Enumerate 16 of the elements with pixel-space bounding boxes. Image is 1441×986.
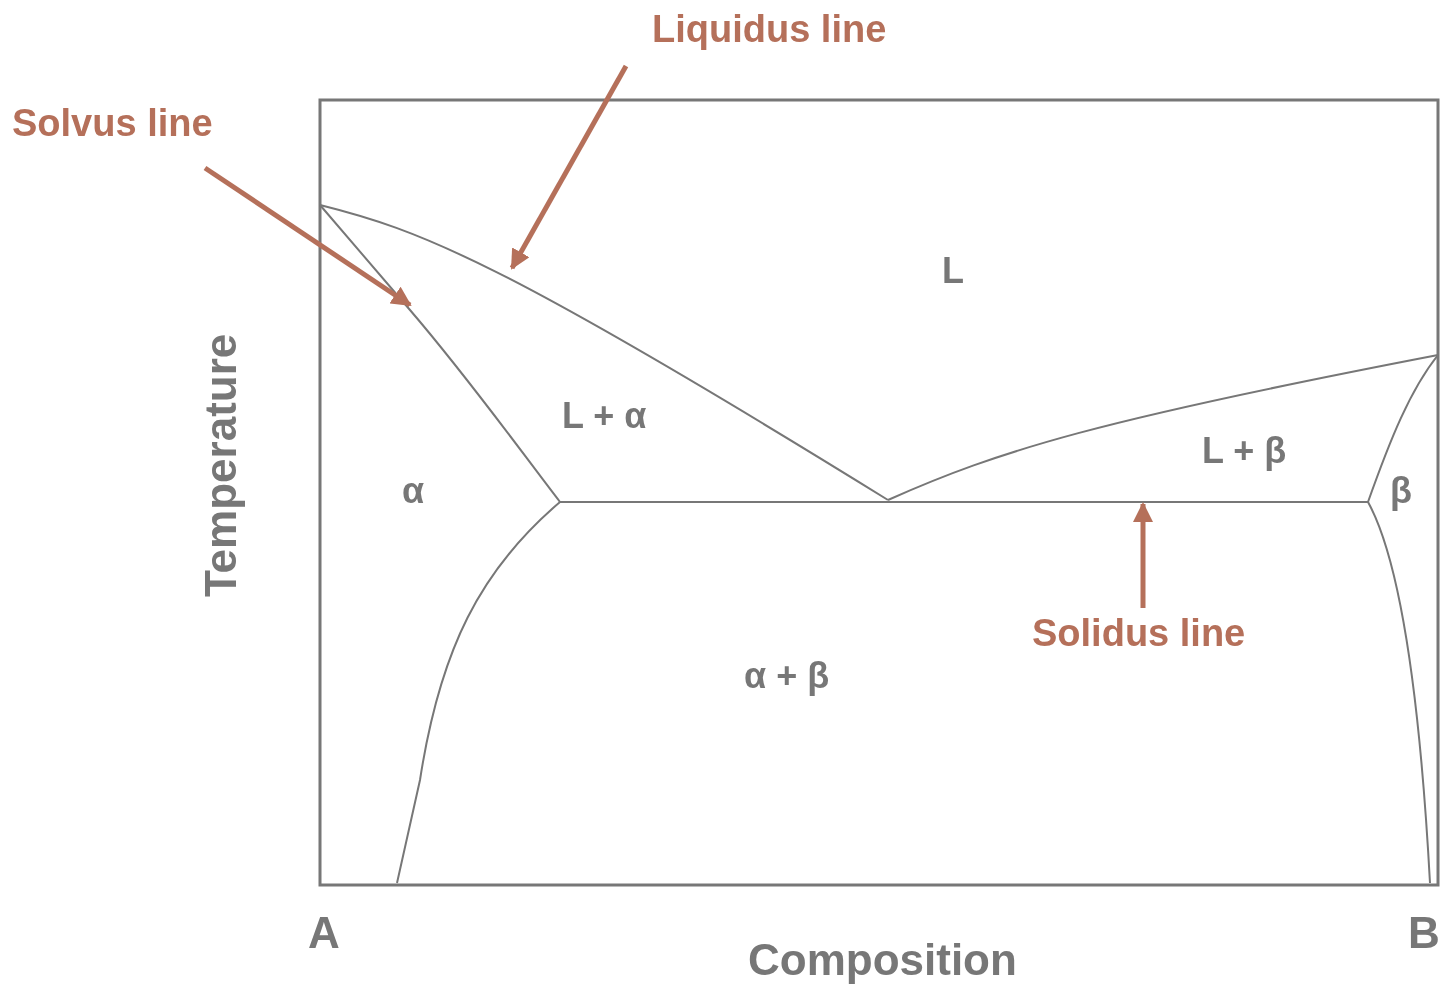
phase-label: β (1390, 470, 1412, 512)
phase-label: L (942, 250, 964, 292)
axis-title: Temperature (196, 333, 246, 597)
leader-line (203, 165, 412, 308)
phase-label: α (402, 470, 425, 512)
callout-label: Solvus line (12, 102, 213, 145)
callout-label: Solidus line (1032, 612, 1246, 655)
phase-label: L + α (562, 395, 647, 437)
phase-label: α + β (744, 655, 830, 697)
leader-line (509, 64, 629, 270)
leader-line (1133, 502, 1153, 608)
axis-end-label: B (1408, 908, 1440, 958)
callout-label: Liquidus line (652, 8, 887, 51)
axis-end-label: A (308, 908, 340, 958)
phase-label: L + β (1202, 430, 1287, 472)
axis-title: Composition (748, 935, 1017, 985)
